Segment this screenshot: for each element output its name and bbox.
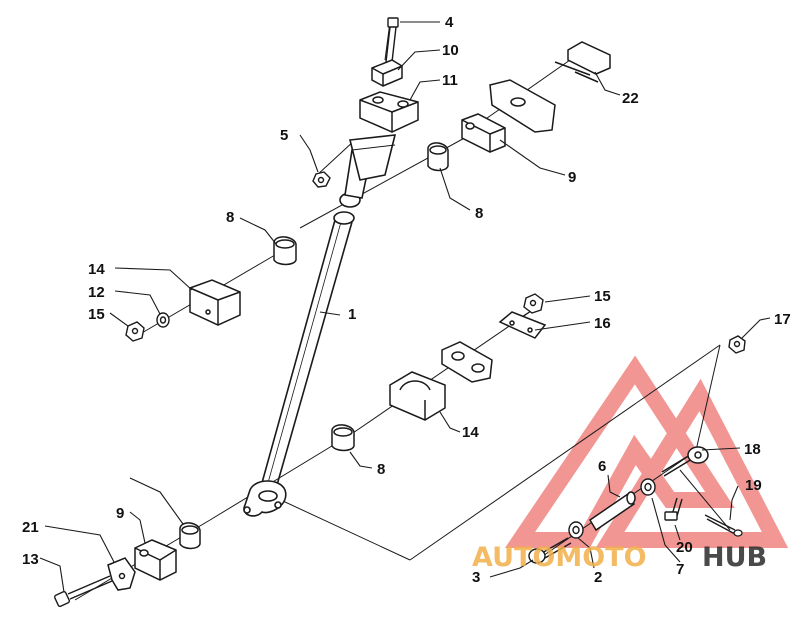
leader-lines [39,21,771,593]
callout-11: 11 [442,72,458,89]
tie-rod-end-18 [661,446,709,477]
callout-14-left: 14 [88,261,105,278]
bolt-3 [528,537,572,564]
callout-7: 7 [676,561,684,578]
cotter-pin-19 [704,514,743,537]
callout-5: 5 [280,127,288,144]
bolt-13 [53,575,113,608]
nut-5 [312,171,331,188]
callout-22: 22 [622,90,639,107]
callout-15-left: 15 [88,306,105,323]
callout-16: 16 [594,315,611,332]
callout-1: 1 [348,306,356,323]
rod-6 [588,491,636,532]
callout-8-mid: 8 [377,461,385,478]
nut-17 [728,335,746,354]
callout-labels: 4 10 11 5 22 9 8 14 12 15 1 15 16 17 14 … [22,14,791,586]
callout-9-upper: 9 [568,169,576,186]
callout-21: 21 [22,519,39,536]
bearing-cap-10 [371,59,403,87]
bearing-block-11 [359,91,419,133]
bearing-block-14-right [389,371,446,421]
nut-7 [640,478,656,496]
washer-12 [156,312,170,328]
bracket-21 [107,557,136,591]
callout-18: 18 [744,441,761,458]
watermark-part1: AUTOMOTO [472,542,647,573]
callout-9-lower: 9 [116,505,124,522]
callout-6: 6 [598,458,606,475]
callout-13: 13 [22,551,39,568]
callout-8-upper: 8 [475,205,483,222]
callout-17: 17 [774,311,791,328]
bushing-8-mid [331,424,355,452]
steering-post [243,134,397,517]
bracket-9-lower [134,539,177,581]
callout-4: 4 [445,14,454,31]
bracket-plate-22 [489,41,611,133]
bushing-8-lower [179,522,201,550]
callout-2: 2 [594,569,602,586]
callout-14-right: 14 [462,424,479,441]
nut-15-right [523,293,544,314]
nut-15-left [125,321,145,342]
plate-16 [498,311,547,339]
gasket-plate [441,341,493,383]
watermark-text: AUTOMOTO HUB [472,542,767,573]
callout-12: 12 [88,284,105,301]
callout-3: 3 [472,569,480,586]
watermark-logo [504,355,789,548]
nut-2 [568,521,584,539]
bracket-9-upper [461,113,506,153]
watermark-part2: HUB [702,542,767,573]
bushing-8-upper [427,142,449,172]
bushing-8-left [273,236,297,266]
bolt-4 [385,17,399,63]
bearing-block-14-left [189,279,241,326]
callout-19: 19 [745,477,762,494]
callout-20: 20 [676,539,693,556]
callout-15-right: 15 [594,288,611,305]
callout-10: 10 [442,42,459,59]
bolt-20 [664,497,683,521]
callout-8-left: 8 [226,209,234,226]
